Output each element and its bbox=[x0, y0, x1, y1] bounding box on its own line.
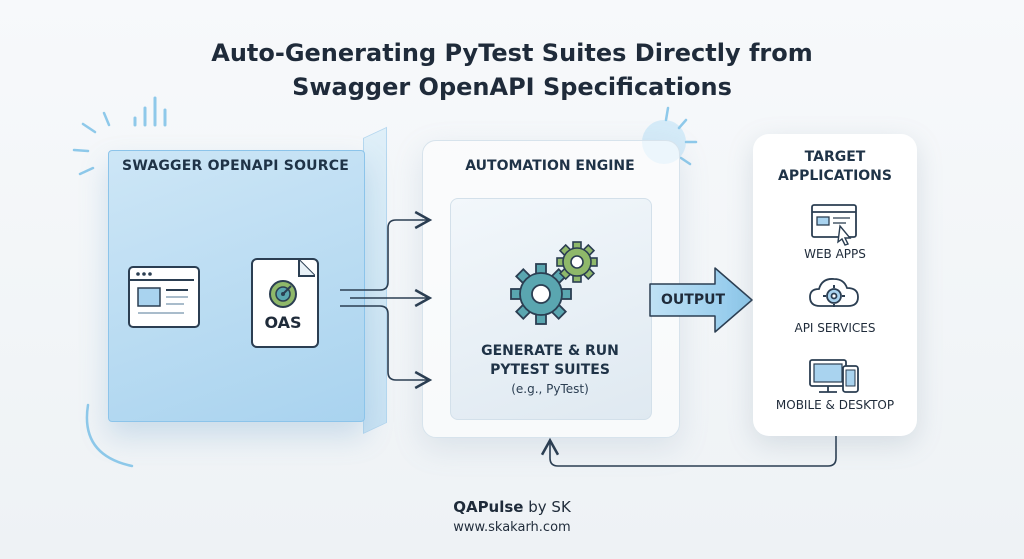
engine-title: AUTOMATION ENGINE bbox=[465, 158, 635, 174]
engine-action-line-1: GENERATE & RUN bbox=[481, 343, 619, 359]
sparkle-left-icon bbox=[72, 111, 111, 176]
sparkle-engine-icon bbox=[664, 106, 698, 166]
feedback-loop-arrow bbox=[540, 436, 837, 467]
title-line-2: Swagger OpenAPI Specifications bbox=[292, 73, 732, 101]
output-arrow bbox=[649, 267, 753, 333]
target-item-api-services: API SERVICES bbox=[794, 321, 876, 335]
devices-icon bbox=[809, 359, 859, 393]
target-item-mobile-desktop: MOBILE & DESKTOP bbox=[775, 398, 895, 412]
input-arrows bbox=[340, 210, 433, 390]
engine-example: (e.g., PyTest) bbox=[511, 382, 589, 396]
cloud-gear-icon bbox=[809, 278, 859, 307]
signal-bars-icon bbox=[133, 96, 167, 127]
title-line-1: Auto-Generating PyTest Suites Directly f… bbox=[211, 39, 813, 67]
openapi-document-icon bbox=[251, 258, 319, 348]
browser-window-icon bbox=[128, 266, 200, 328]
website-link[interactable]: www.skakarh.com bbox=[453, 520, 571, 535]
engine-action-line-2: PYTEST SUITES bbox=[490, 362, 610, 378]
brand-name: QAPulse bbox=[453, 498, 524, 516]
target-item-web-apps: WEB APPS bbox=[804, 247, 866, 261]
browser-cursor-icon bbox=[811, 204, 857, 246]
brand-footer: QAPulse by SK bbox=[0, 498, 1024, 516]
gears-icon bbox=[510, 241, 598, 325]
oas-label: OAS bbox=[264, 313, 302, 332]
target-title: TARGET APPLICATIONS bbox=[753, 148, 917, 186]
output-label: OUTPUT bbox=[661, 292, 725, 308]
page-title: Auto-Generating PyTest Suites Directly f… bbox=[0, 36, 1024, 104]
target-title-line-1: TARGET bbox=[804, 149, 866, 165]
decorative-curve bbox=[85, 403, 134, 468]
source-title: SWAGGER OPENAPI SOURCE bbox=[122, 158, 349, 174]
target-title-line-2: APPLICATIONS bbox=[778, 168, 892, 184]
brand-author: by SK bbox=[523, 498, 571, 516]
